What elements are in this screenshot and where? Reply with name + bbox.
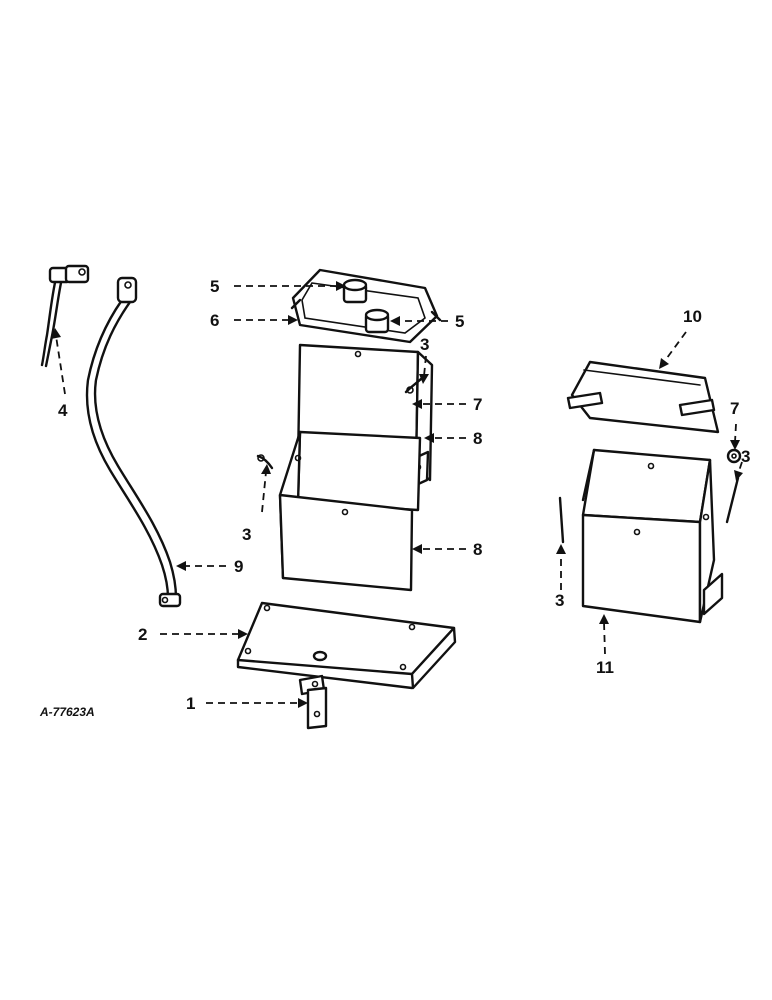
callout-9: 9 [234,557,243,576]
callout-7-left: 7 [473,395,482,414]
terminal-post-lower [364,308,390,334]
callout-3-upper-right: 3 [420,335,429,354]
callout-5-upper: 5 [210,277,219,296]
hold-down-rod-right [404,376,424,394]
figure-id-label: A-77623A [39,705,95,719]
hold-down-rod-left-box [558,496,565,544]
callout-1: 1 [186,694,195,713]
wing-nut-right [726,448,742,464]
terminal-post-upper [342,278,368,304]
hold-down-rod-right-box [725,476,740,524]
callout-4: 4 [58,401,68,420]
hold-down-frame [290,268,442,344]
callout-3-left: 3 [242,525,251,544]
callout-2: 2 [138,625,147,644]
long-battery-cable [85,276,182,608]
battery-box-base-plate [236,601,457,690]
battery-box-cover [566,360,720,434]
leader-lines [51,281,743,708]
mounting-bracket [298,674,328,730]
callout-8-lower: 8 [473,540,482,559]
callout-5-lower: 5 [455,312,464,331]
callout-3-left-box: 3 [555,591,564,610]
battery-box-front-panel [278,430,422,592]
callout-7-right: 7 [730,399,739,418]
callout-6: 6 [210,311,219,330]
battery-box-alternate [581,448,724,624]
callout-10: 10 [683,307,702,326]
short-battery-cable [40,264,90,368]
callout-8-upper: 8 [473,429,482,448]
callout-3-right-box: 3 [741,447,750,466]
hold-down-rod-left [256,454,274,470]
callout-11: 11 [596,658,614,677]
